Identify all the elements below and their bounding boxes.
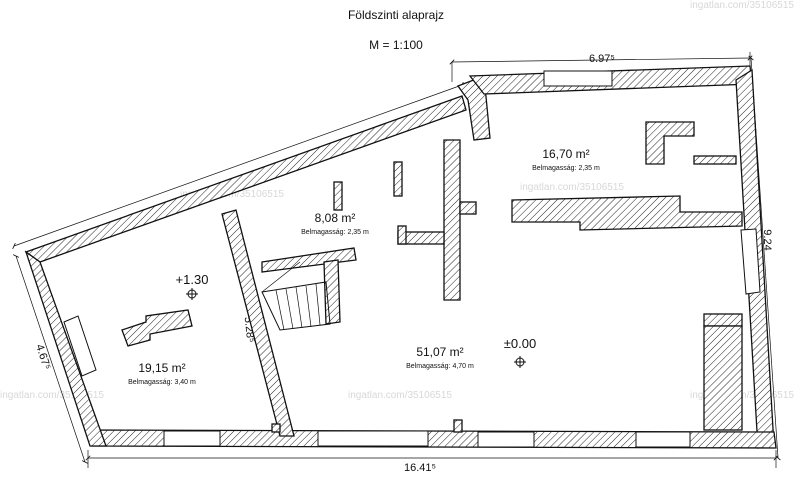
side-stair-top [703, 313, 743, 327]
wall-fixture [121, 309, 193, 347]
wall-partition-left [221, 209, 295, 437]
side-stair [703, 313, 743, 431]
wall-duct [645, 121, 695, 165]
wall-stub [333, 181, 343, 211]
dim-line-top-diagonal [12, 81, 464, 250]
plan-title: Földszinti alaprajz [348, 8, 444, 22]
exterior-walls [24, 65, 777, 449]
wall-central [443, 139, 461, 301]
wall-stub [393, 161, 403, 197]
room-label-2: 8,08 m² Belmagasság: 2,35 m [301, 211, 369, 236]
wall-stub [459, 201, 477, 215]
stair-line [261, 261, 301, 293]
room-area: 16,70 m² [542, 147, 589, 161]
room-label-3: 19,15 m² Belmagasság: 3,40 m [128, 361, 196, 386]
stair-step [285, 288, 294, 330]
wall-stub [271, 423, 281, 433]
watermark: ingatlan.com/35106515 [690, 0, 794, 11]
dim-line-left [12, 254, 89, 464]
window [740, 228, 761, 295]
window [543, 70, 613, 87]
room-label-4: 51,07 m² Belmagasság: 4,70 m [406, 345, 474, 370]
window [163, 430, 221, 447]
dim-line-top-right [449, 55, 753, 65]
room-height: Belmagasság: 2,35 m [301, 229, 369, 236]
window [317, 430, 429, 447]
room-area: 51,07 m² [416, 345, 463, 359]
watermark: ingatlan.com/35106515 [348, 390, 452, 401]
room-height: Belmagasság: 2,35 m [532, 165, 600, 172]
level-marker-upper: +1.30 [176, 272, 209, 300]
wall-left [24, 250, 107, 447]
dim-label-left: 4.67⁵ [33, 343, 52, 371]
stair-step [275, 289, 285, 331]
dim-label-bottom: 16.41⁵ [404, 462, 436, 474]
windows [63, 70, 761, 448]
staircase [261, 261, 331, 331]
level-label: +1.30 [176, 272, 209, 287]
window [63, 315, 97, 377]
room-area: 19,15 m² [138, 361, 185, 375]
dim-label-top-right: 6.97⁵ [589, 53, 615, 65]
wall-stub [693, 155, 737, 165]
watermark: ingatlan.com/35106515 [520, 182, 624, 193]
wall-stair-top [261, 247, 357, 273]
wall-horizontal-right [511, 195, 743, 231]
room-height: Belmagasság: 4,70 m [406, 363, 474, 370]
window [635, 431, 691, 448]
window [477, 431, 535, 448]
wall-stub [453, 419, 463, 433]
stair-outline [261, 281, 331, 331]
wall-stub [397, 225, 407, 245]
stair-step [295, 286, 303, 329]
stair-step [305, 285, 312, 328]
dim-label-right: 9.24 [761, 229, 773, 250]
stair-step [315, 283, 321, 326]
level-label: ±0.00 [504, 336, 536, 351]
plan-scale: M = 1:100 [369, 38, 423, 52]
room-area: 8,08 m² [315, 211, 356, 225]
side-stair-fill [703, 325, 743, 431]
room-label-1: 16,70 m² Belmagasság: 2,35 m [532, 147, 600, 172]
dimension-lines [12, 52, 781, 468]
room-height: Belmagasság: 3,40 m [128, 379, 196, 386]
level-marker-ground: ±0.00 [504, 336, 536, 368]
wall-stair-side [323, 259, 341, 325]
